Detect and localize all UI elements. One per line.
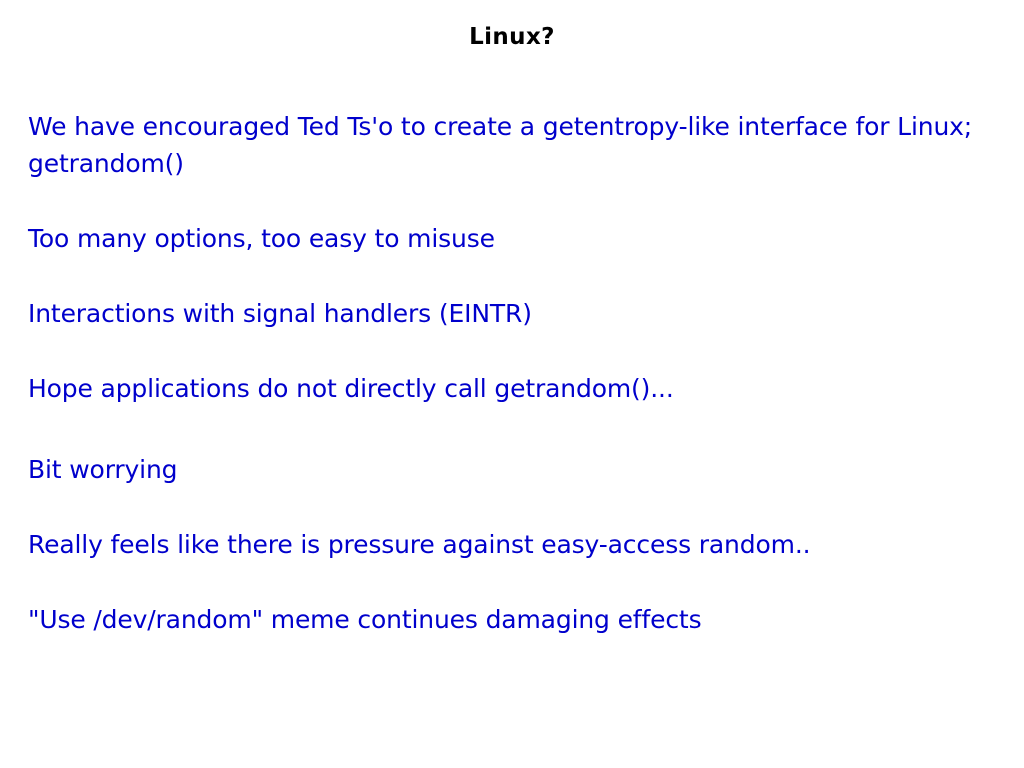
slide-title: Linux?: [469, 24, 555, 50]
body-line-3: Interactions with signal handlers (EINTR…: [28, 299, 532, 328]
body-line-5: Bit worrying: [28, 455, 178, 484]
slide-body: We have encouraged Ted Ts'o to create a …: [28, 108, 994, 638]
body-line-7: "Use /dev/random" meme continues damagin…: [28, 605, 702, 634]
group-separator: [28, 407, 994, 451]
body-line-1: We have encouraged Ted Ts'o to create a …: [28, 112, 980, 178]
body-line-4: Hope applications do not directly call g…: [28, 374, 674, 403]
body-line-6: Really feels like there is pressure agai…: [28, 530, 811, 559]
body-line-2: Too many options, too easy to misuse: [28, 224, 495, 253]
